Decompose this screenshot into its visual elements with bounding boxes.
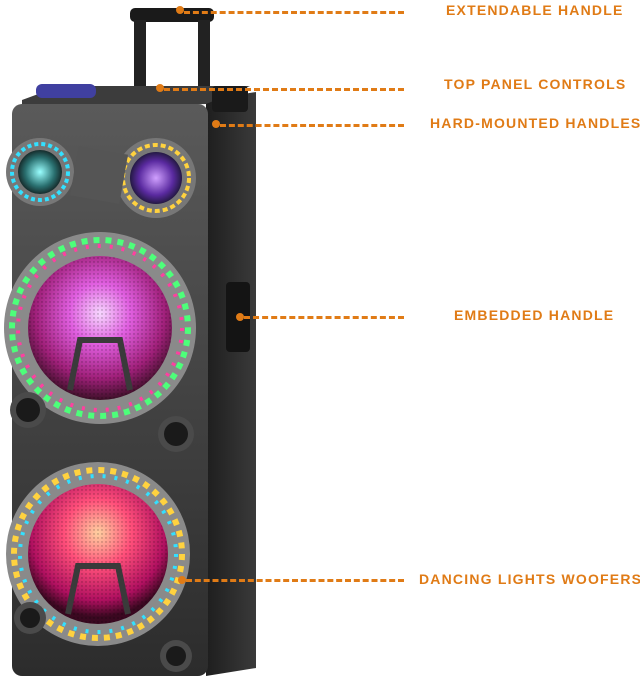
callout-hard-mounted-handles: HARD-MOUNTED HANDLES: [430, 115, 640, 131]
callout-dot-extendable-handle: [176, 6, 184, 14]
tweeter-left: [6, 138, 74, 206]
woofer-upper: [4, 232, 196, 424]
callout-dancing-lights-woofers: DANCING LIGHTS WOOFERS: [419, 571, 640, 587]
callout-line-top-panel-controls: [164, 88, 404, 91]
callout-line-hard-mounted-handles: [220, 124, 404, 127]
extendable-handle-shape: [130, 8, 214, 95]
callout-dot-dancing-lights-woofers: [178, 576, 186, 584]
callout-line-dancing-lights-woofers: [186, 579, 404, 582]
woofer-lower: [6, 462, 190, 646]
callout-dot-hard-mounted-handles: [212, 120, 220, 128]
callout-dot-embedded-handle: [236, 313, 244, 321]
callout-top-panel-controls: TOP PANEL CONTROLS: [444, 76, 627, 92]
top-handle-left: [36, 84, 96, 98]
callout-line-embedded-handle: [244, 316, 404, 319]
callout-dot-top-panel-controls: [156, 84, 164, 92]
top-handle-right: [212, 86, 248, 112]
callout-line-extendable-handle: [184, 11, 404, 14]
cabinet-side: [206, 92, 256, 676]
callout-embedded-handle: EMBEDDED HANDLE: [454, 307, 615, 323]
callout-extendable-handle: EXTENDABLE HANDLE: [446, 2, 624, 18]
tweeter-right: [116, 138, 196, 218]
